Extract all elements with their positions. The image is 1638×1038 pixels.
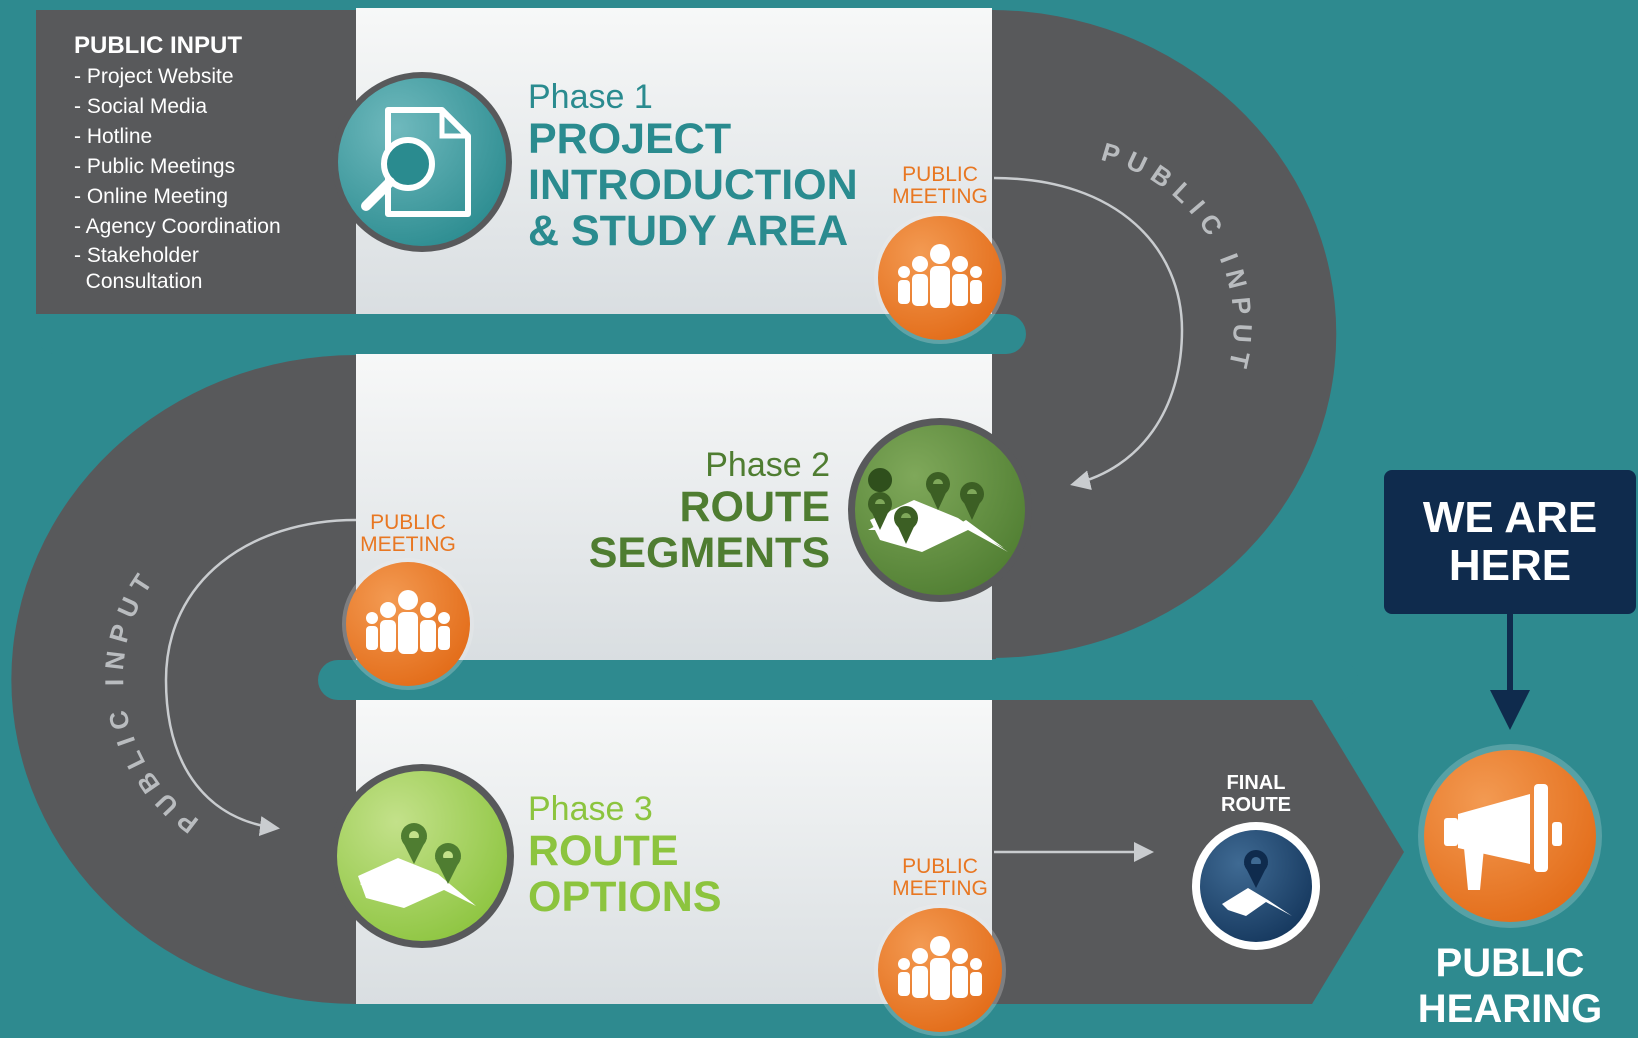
- public-input-item: Consultation: [74, 270, 203, 293]
- final-route-label-line: ROUTE: [1221, 794, 1291, 816]
- document-search-icon: [332, 72, 512, 252]
- megaphone-icon: [1418, 744, 1602, 928]
- public-meeting-label-1: PUBLIC MEETING: [880, 164, 1000, 208]
- people-group-icon-1: [874, 212, 1006, 344]
- phase-2-label: Phase 2: [705, 446, 830, 484]
- final-route-label: FINAL ROUTE: [1191, 772, 1321, 816]
- public-meeting-label-line: PUBLIC: [902, 855, 978, 878]
- we-are-here-line: WE ARE: [1422, 493, 1598, 542]
- public-meeting-label-line: MEETING: [360, 533, 456, 556]
- public-input-item: - Public Meetings: [74, 155, 236, 178]
- phase-3-title-line: OPTIONS: [528, 873, 722, 921]
- public-input-item: - Agency Coordination: [74, 215, 281, 238]
- final-route-label-line: FINAL: [1226, 772, 1286, 794]
- public-hearing-line: PUBLIC: [1435, 941, 1585, 985]
- we-are-here-box: WE ARE HERE: [1384, 470, 1636, 614]
- map-pins-icon-phase-2: [848, 418, 1032, 602]
- public-meeting-label-line: PUBLIC: [902, 163, 978, 186]
- public-meeting-label-line: PUBLIC: [370, 511, 446, 534]
- people-group-icon-3: [874, 904, 1006, 1036]
- public-input-item: - Online Meeting: [74, 185, 229, 208]
- we-are-here-line: HERE: [1448, 541, 1572, 590]
- public-hearing-line: HEARING: [1417, 987, 1603, 1031]
- public-input-item: - Project Website: [74, 65, 234, 88]
- public-input-item: - Stakeholder: [74, 244, 199, 267]
- phase-3-heading: Phase 3 ROUTE OPTIONS: [528, 790, 722, 920]
- public-meeting-label-line: MEETING: [892, 877, 988, 900]
- map-pin-icon: [1192, 822, 1320, 950]
- phase-2-title-line: ROUTE: [679, 483, 831, 531]
- public-meeting-label-line: MEETING: [892, 185, 988, 208]
- phase-1-label: Phase 1: [528, 78, 653, 116]
- public-meeting-label-2: PUBLIC MEETING: [348, 512, 468, 556]
- public-meeting-label-3: PUBLIC MEETING: [880, 856, 1000, 900]
- teal-separators: [36, 314, 1358, 700]
- map-pins-icon-phase-3: [330, 764, 514, 948]
- phase-3-label: Phase 3: [528, 790, 653, 828]
- phase-2-title-line: SEGMENTS: [588, 529, 830, 577]
- public-hearing-label: PUBLIC HEARING: [1390, 940, 1630, 1032]
- public-input-list: - Project Website - Social Media - Hotli…: [74, 62, 281, 294]
- public-input-item: - Social Media: [74, 95, 208, 118]
- phase-1-title-line: & STUDY AREA: [528, 207, 849, 255]
- public-input-item: - Hotline: [74, 125, 153, 148]
- phase-1-heading: Phase 1 PROJECT INTRODUCTION & STUDY ARE…: [528, 78, 858, 254]
- phase-2-heading: Phase 2 ROUTE SEGMENTS: [560, 446, 830, 576]
- phase-1-title-line: INTRODUCTION: [528, 161, 858, 209]
- phase-3-title-line: ROUTE: [528, 827, 679, 875]
- public-input-title: PUBLIC INPUT: [74, 32, 242, 59]
- people-group-icon-2: [342, 558, 474, 690]
- flow-arrows: [164, 176, 1184, 862]
- we-are-here-arrow: [1490, 614, 1530, 730]
- phase-1-title-line: PROJECT: [528, 115, 732, 163]
